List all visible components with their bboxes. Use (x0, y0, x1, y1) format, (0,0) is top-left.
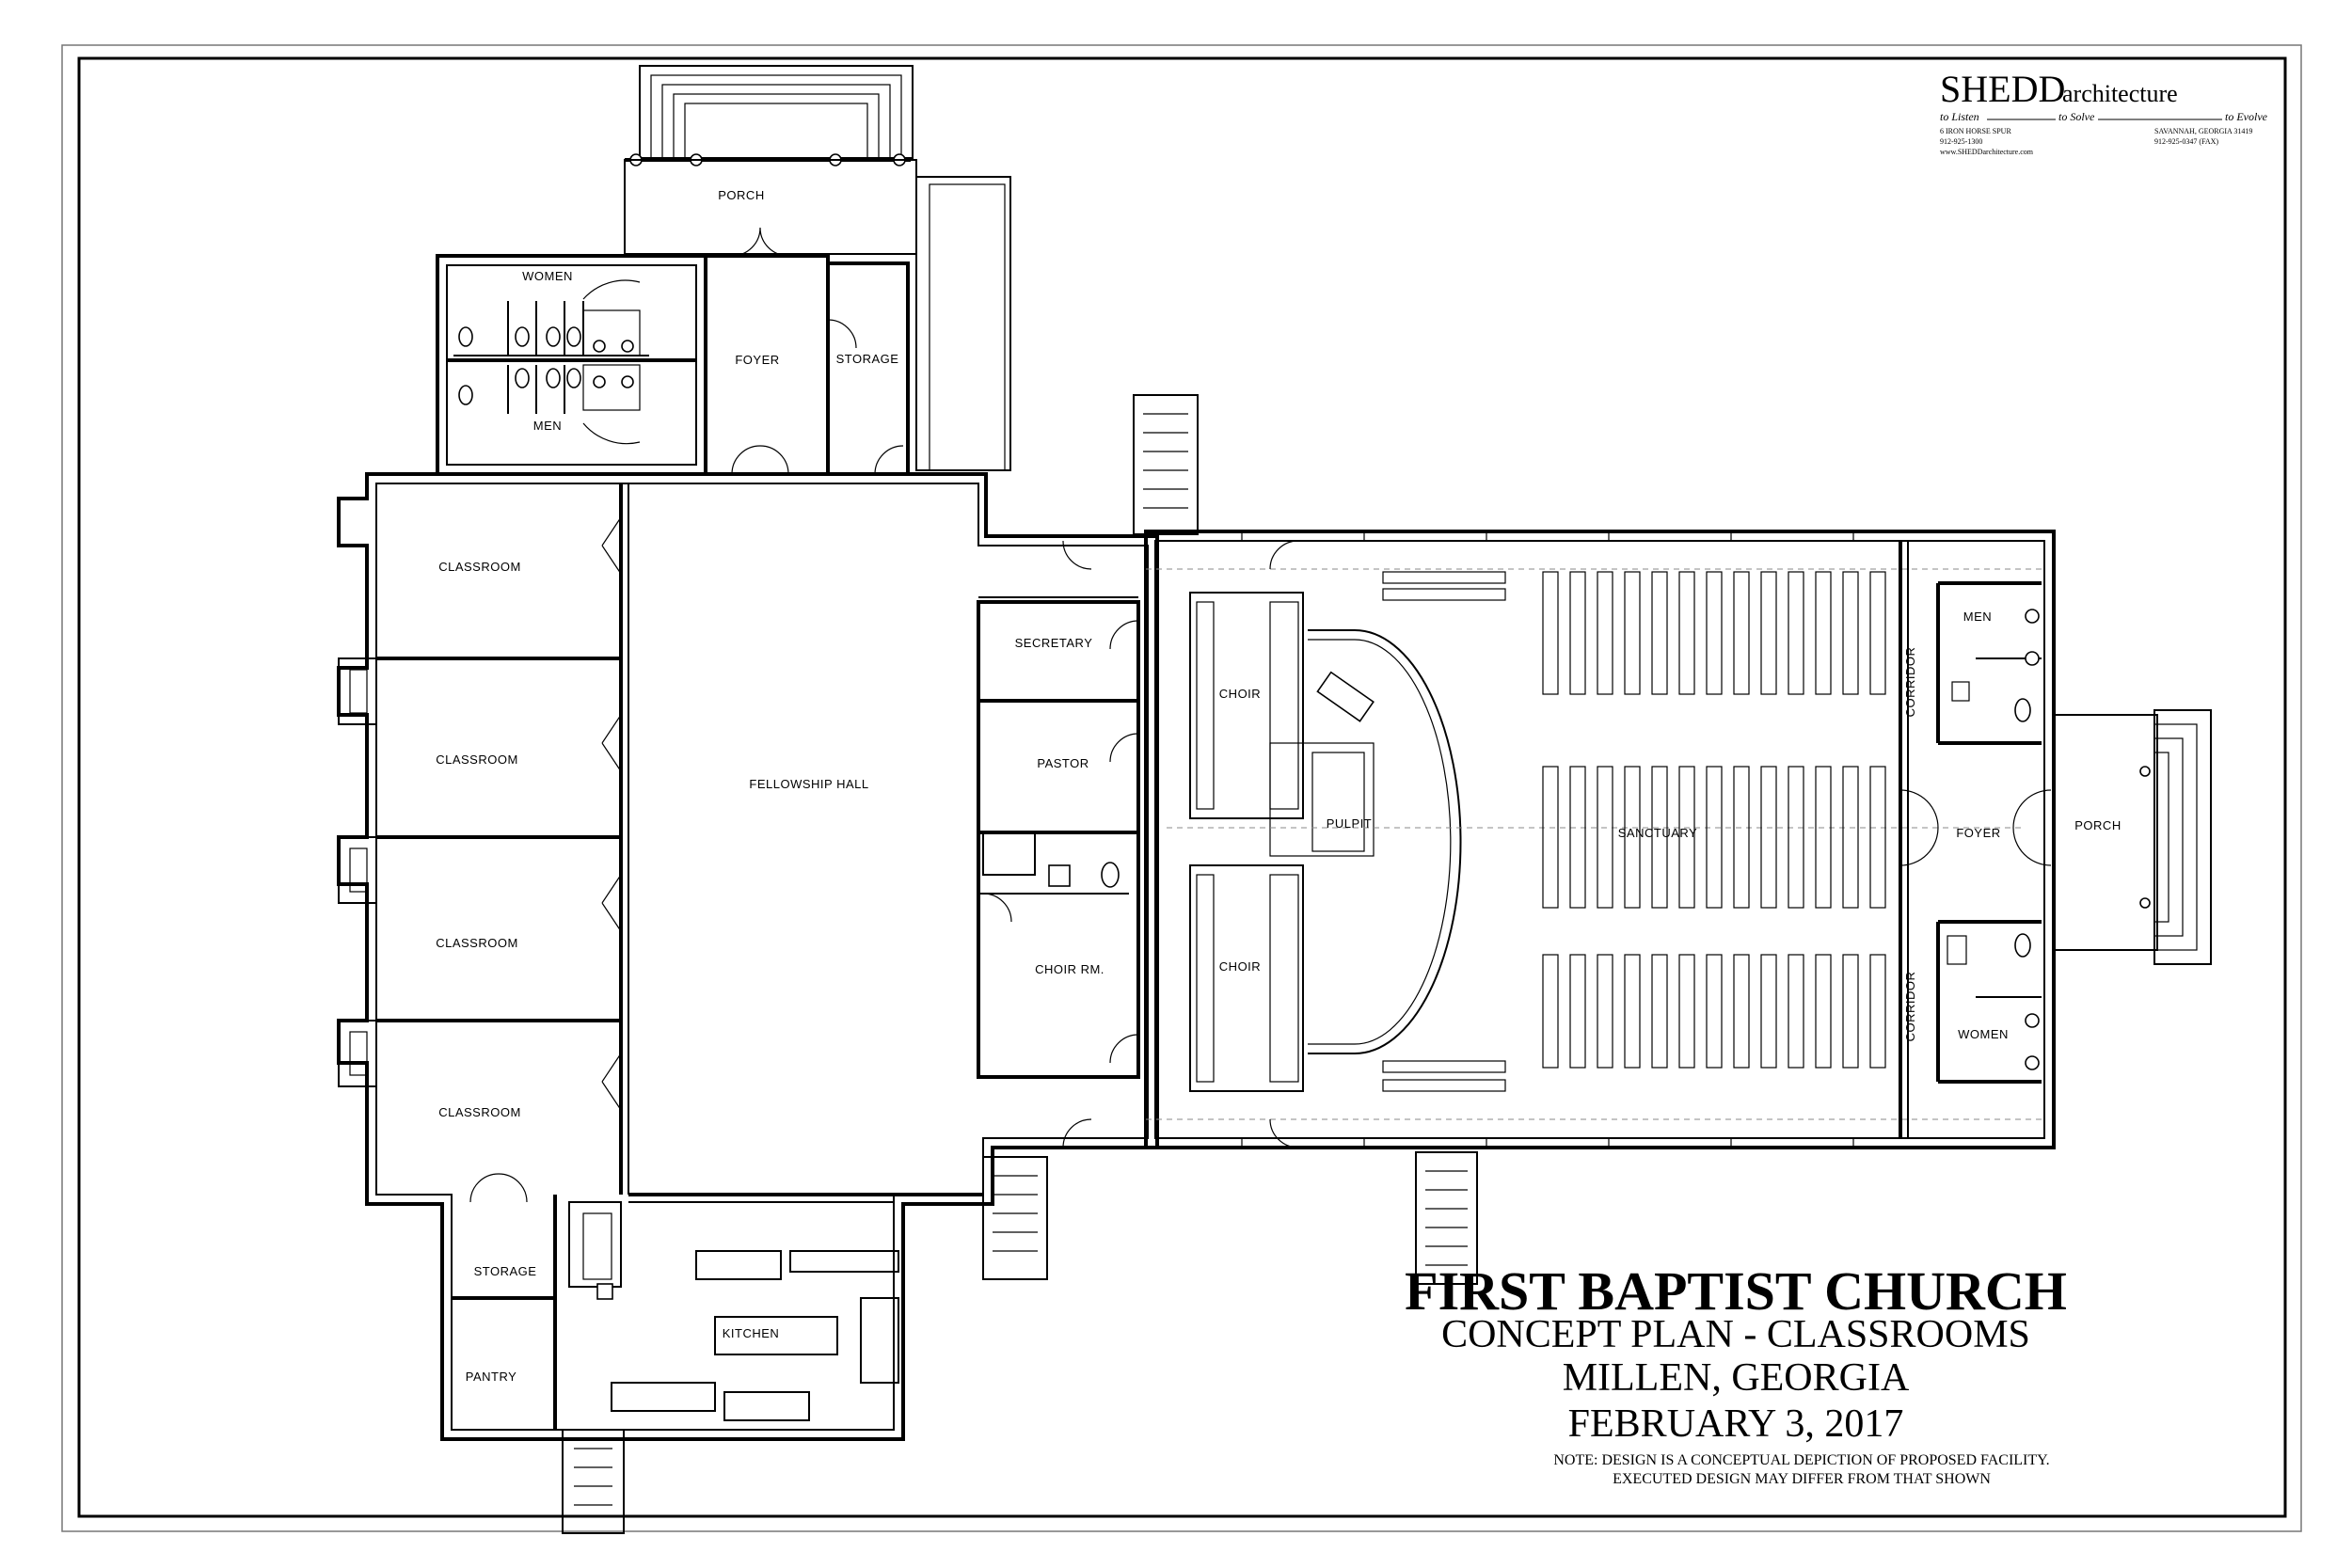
label-pulpit: PULPIT (1327, 816, 1373, 831)
drawing-date: FEBRUARY 3, 2017 (1568, 1402, 1904, 1446)
label-foyer-north: FOYER (735, 353, 779, 367)
pews-middle (1542, 766, 1886, 909)
title-block: FIRST BAPTIST CHURCH CONCEPT PLAN - CLAS… (1405, 1260, 2067, 1487)
firm-address-1: 6 IRON HORSE SPUR (1940, 127, 2011, 135)
classroom-wing (337, 472, 1159, 1534)
pew (1869, 571, 1886, 695)
label-classroom-1: CLASSROOM (438, 560, 521, 574)
sheet-title: CONCEPT PLAN - CLASSROOMS (1441, 1313, 2030, 1356)
pew (1788, 766, 1804, 909)
sheet-outer-border (61, 44, 2302, 1532)
office-wing (977, 394, 1199, 1280)
sheet-inner-border (77, 56, 2287, 1518)
pew (1815, 766, 1832, 909)
disclaimer-line-2: EXECUTED DESIGN MAY DIFFER FROM THAT SHO… (1613, 1471, 1991, 1487)
label-classroom-3: CLASSROOM (436, 936, 518, 950)
pew (1869, 766, 1886, 909)
label-storage-north: STORAGE (836, 352, 899, 366)
north-wing (436, 65, 1011, 476)
label-pantry: PANTRY (466, 1370, 517, 1384)
pew (1651, 571, 1668, 695)
label-sanctuary: SANCTUARY (1618, 826, 1697, 840)
firm-name-main: SHEDD (1940, 68, 2065, 110)
pew (1815, 571, 1832, 695)
pew (1760, 954, 1777, 1069)
label-corridor-upper: CORRIDOR (1903, 647, 1917, 718)
label-classroom-4: CLASSROOM (438, 1105, 521, 1119)
firm-website: www.SHEDDarchitecture.com (1940, 148, 2034, 156)
pew (1842, 766, 1859, 909)
firm-tagline-1: to Listen (1940, 110, 1979, 123)
label-fellowship-hall: FELLOWSHIP HALL (749, 777, 868, 791)
pew (1542, 954, 1559, 1069)
label-choir-lower: CHOIR (1219, 959, 1261, 974)
pew (1624, 954, 1641, 1069)
pew (1706, 571, 1723, 695)
pew (1678, 571, 1695, 695)
label-porch-east: PORCH (2074, 818, 2121, 832)
label-pastor: PASTOR (1037, 756, 1089, 770)
firm-tagline-3: to Evolve (2225, 110, 2268, 123)
pew (1597, 954, 1613, 1069)
pew (1869, 954, 1886, 1069)
pew (1760, 571, 1777, 695)
pew (1733, 571, 1750, 695)
pew (1569, 571, 1586, 695)
pews-upper (1542, 571, 1886, 695)
east-wing (1415, 541, 2212, 1285)
pew (1815, 954, 1832, 1069)
label-choir-upper: CHOIR (1219, 687, 1261, 701)
pew (1678, 954, 1695, 1069)
firm-fax: 912-925-0347 (FAX) (2154, 137, 2218, 146)
project-location: MILLEN, GEORGIA (1563, 1356, 1910, 1400)
label-porch-north: PORCH (718, 188, 764, 202)
pew (1651, 766, 1668, 909)
pew (1706, 954, 1723, 1069)
room-labels: PORCH WOMEN MEN FOYER STORAGE CLASSROOM … (436, 188, 2121, 1384)
pew (1569, 766, 1586, 909)
pew (1733, 954, 1750, 1069)
label-classroom-2: CLASSROOM (436, 752, 518, 767)
label-men-east: MEN (1963, 610, 1992, 624)
pew (1597, 766, 1613, 909)
pew (1842, 571, 1859, 695)
label-storage-south: STORAGE (474, 1264, 537, 1278)
pews-lower (1542, 954, 1886, 1069)
pew (1760, 766, 1777, 909)
pew (1624, 766, 1641, 909)
firm-name-suffix: architecture (2062, 80, 2178, 107)
pew (1651, 954, 1668, 1069)
pew (1706, 766, 1723, 909)
firm-logo: SHEDD architecture to Listen to Solve to… (1940, 68, 2268, 156)
label-women-east: WOMEN (1958, 1027, 2009, 1041)
firm-phone: 912-925-1300 (1940, 137, 1982, 146)
label-kitchen: KITCHEN (723, 1326, 780, 1340)
disclaimer-line-1: NOTE: DESIGN IS A CONCEPTUAL DEPICTION O… (1553, 1452, 2049, 1468)
pew (1678, 766, 1695, 909)
pew (1842, 954, 1859, 1069)
pew (1788, 954, 1804, 1069)
firm-city: SAVANNAH, GEORGIA 31419 (2154, 127, 2252, 135)
label-men-north: MEN (533, 419, 562, 433)
label-foyer-east: FOYER (1956, 826, 2000, 840)
label-choir-rm: CHOIR RM. (1035, 962, 1104, 976)
pew (1624, 571, 1641, 695)
project-title: FIRST BAPTIST CHURCH (1405, 1260, 2067, 1322)
pew (1542, 766, 1559, 909)
label-corridor-lower: CORRIDOR (1903, 972, 1917, 1042)
label-secretary: SECRETARY (1015, 636, 1093, 650)
pew (1597, 571, 1613, 695)
pew (1788, 571, 1804, 695)
pew (1733, 766, 1750, 909)
firm-tagline-2: to Solve (2058, 110, 2095, 123)
pew (1569, 954, 1586, 1069)
pew (1542, 571, 1559, 695)
label-women-north: WOMEN (522, 269, 573, 283)
